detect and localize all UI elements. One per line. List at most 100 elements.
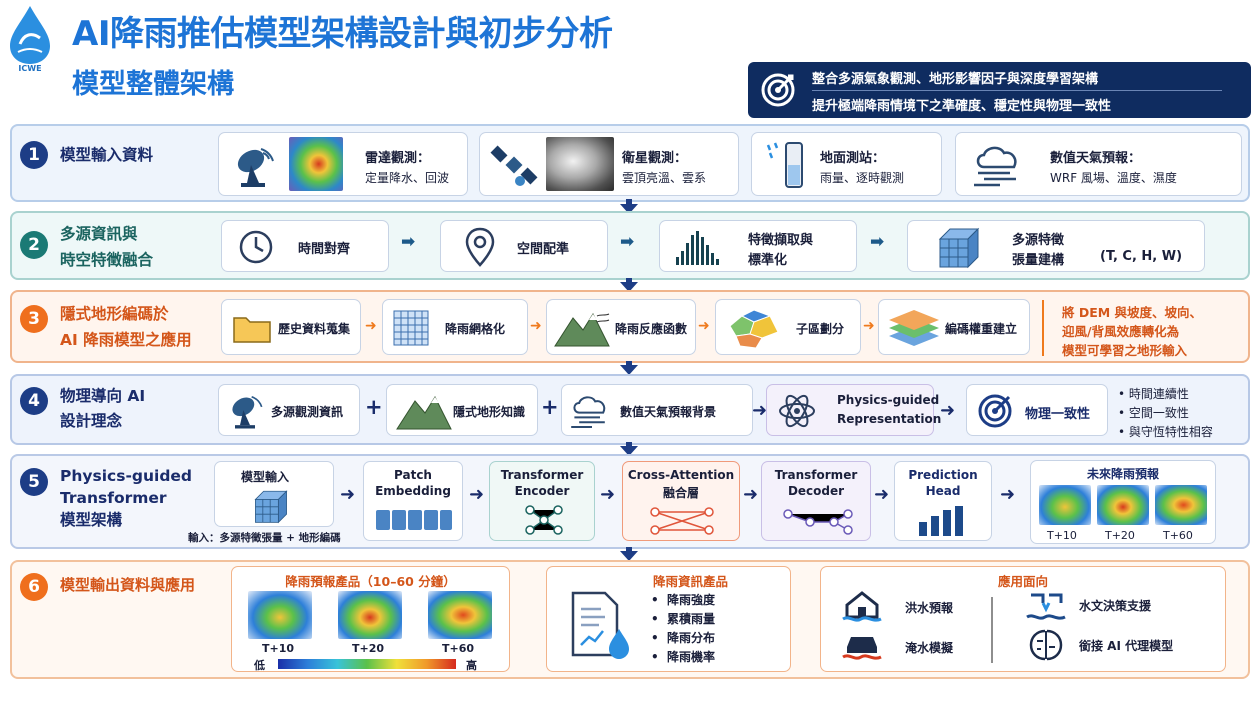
flow-arrow-3-stem [626,361,632,366]
satellite-title: 衛星觀測： [622,151,688,166]
satellite-icon [490,145,538,186]
histogram-icon [676,231,719,265]
input-card-station: 地面測站： 雨量、逐時觀測 [751,132,942,196]
flow-arrow-2-stem [626,278,632,283]
flow-arrow-4-stem [626,442,632,447]
cross-attention-line1: Cross-Attention [627,468,735,482]
satellite-desc: 雲頂亮溫、雲系 [622,171,707,185]
terrain-step-weight-label: 編碼權重建立 [945,322,1018,336]
nwp-desc: WRF 風場、溫度、濕度 [1050,171,1177,185]
fusion-arrow-3: ➡ [870,232,885,252]
prediction-head-line2: Head [925,484,961,498]
icwe-logo [6,4,54,76]
product-time-1: T+10 [262,642,295,655]
encoder-line1: Transformer [500,468,584,482]
encoder-line2: Encoder [514,484,570,498]
fusion-step-feature: 特徵擷取與 標準化 [659,220,857,272]
logo-text: ICWE [18,64,42,73]
terrain-note-line1: 將 DEM 與坡度、坡向、 [1062,305,1203,320]
info-item-1: • 降雨強度 [651,593,716,607]
terrain-arrow-1: ➜ [365,318,377,334]
terrain-step-response-label: 降雨反應函數 [615,322,688,336]
bullet-2: • 空間一致性 [1118,406,1189,420]
patch-embedding-line2: Embedding [375,484,451,498]
flow-arrow-2 [620,282,638,292]
flow-arrow-1 [620,204,638,214]
hydro-decision-icon [1026,593,1066,620]
fusion-arrow-2: ➡ [620,232,635,252]
fusion-step-space: 空間配準 [440,220,608,272]
radar-desc: 定量降水、回波 [365,171,450,185]
info-item-4: • 降雨機率 [651,650,716,664]
step-number-3: 3 [20,305,48,333]
terrain-note-line3: 模型可學習之地形輸入 [1062,343,1188,358]
section-5-label-line3: 模型架構 [60,511,123,529]
decoder-line2: Decoder [787,484,845,498]
section-2-label-line1: 多源資訊與 [60,225,138,243]
nwp-title: 數值天氣預報： [1050,151,1142,166]
fusion-step-feature-line1: 特徵擷取與 [748,233,814,248]
rain-info-card: 降雨資訊產品 • 降雨強度 • 累積雨量 • 降雨分布 • 降雨機率 [546,566,791,672]
cube-icon [254,490,288,524]
product-map-t20 [338,591,402,639]
tf-arrow-2: ➜ [469,484,485,505]
bar-chart-icon [919,506,963,536]
flow-arrow-4 [620,446,638,456]
subregion-map-icon [729,309,779,349]
model-input-block: 模型輸入 [214,461,334,527]
decoder-graph-icon [783,509,853,535]
folder-icon [233,317,271,343]
cloud-wind-icon [974,146,1017,187]
physics-arrow-2: ➜ [940,400,956,421]
pg-line2: Representation [837,412,942,426]
page-subtitle: 模型整體架構 [72,69,234,100]
cloud-wind-icon [571,396,606,428]
rain-info-title: 降雨資訊產品 [653,574,729,589]
scale-high: 高 [466,659,477,672]
forecast-product-card: 降雨預報產品（10–60 分鐘） T+10 T+20 T+60 低 高 [231,566,510,672]
tensor-dims: (T, C, H, W) [1100,249,1183,264]
color-scale-bar [278,659,456,669]
flow-arrow-1-stem [626,199,632,205]
info-item-2: • 累積雨量 [651,612,716,626]
section-5-label-line1: Physics-guided [60,467,193,485]
cross-attention-block: Cross-Attention 融合層 [622,461,740,541]
application-card: 應用面向 洪水預報 淹水模擬 水文決策支援 銜接 AI 代理模型 [820,566,1226,672]
target-icon [978,394,1012,428]
tf-arrow-4: ➜ [743,484,759,505]
input-card-nwp: 數值天氣預報： WRF 風場、溫度、濕度 [955,132,1242,196]
section-6-label: 模型輸出資料與應用 [60,576,196,594]
patch-embedding-line1: Patch [394,468,432,482]
grid-icon [393,310,429,346]
document-chart-icon [571,591,629,659]
attention-icon [650,507,714,535]
terrain-note-bar [1042,300,1044,356]
section-3-label-line2: AI 降雨模型之應用 [60,331,192,349]
goal-line-1: 整合多源氣象觀測、地形影響因子與深度學習架構 [812,72,1099,87]
goal-line-2: 提升極端降雨情境下之準確度、穩定性與物理一致性 [812,99,1112,114]
page-title: AI降雨推估模型架構設計與初步分析 [72,14,613,54]
flood-house-icon [842,591,882,622]
terrain-step-response: 降雨反應函數 [546,299,696,355]
decoder-line1: Transformer [774,468,858,482]
fusion-step-tensor-line2: 張量建構 [1012,253,1065,268]
step-number-5: 5 [20,468,48,496]
fusion-step-time: 時間對齊 [221,220,389,272]
terrain-step-history-label: 歷史資料蒐集 [278,322,351,336]
future-forecast-block: 未來降雨預報 T+10 T+20 T+60 [1030,460,1216,544]
terrain-arrow-4: ➜ [863,318,875,334]
tf-arrow-6: ➜ [1000,484,1016,505]
physics-arrow-1: ➜ [752,400,768,421]
step-number-6: 6 [20,573,48,601]
patch-embedding-block: Patch Embedding [363,461,463,541]
app-flood-forecast: 洪水預報 [905,601,954,615]
application-divider [991,597,993,663]
physics-item-nwp-label: 數值天氣預報背景 [620,405,717,419]
flow-arrow-5-stem [626,547,632,552]
fusion-step-feature-line2: 標準化 [748,253,788,268]
terrain-step-history: 歷史資料蒐集 [221,299,361,355]
terrain-step-subregion-label: 子區劃分 [796,322,845,336]
transformer-encoder-block: Transformer Encoder [489,461,595,541]
input-card-satellite: 衛星觀測： 雲頂亮溫、雲系 [479,132,739,196]
forecast-map-t60 [1155,485,1207,525]
